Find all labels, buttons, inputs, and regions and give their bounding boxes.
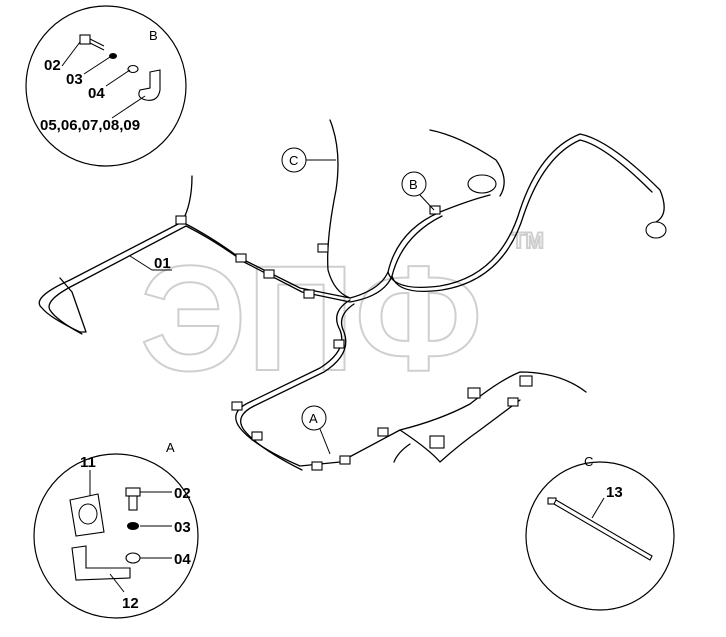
watermark: ЭПФ TM: [139, 227, 545, 403]
detail-a: A 11 02 03 04 12: [33, 440, 199, 619]
detail-c-circle: [525, 461, 675, 611]
bubble-a: A: [301, 405, 331, 455]
bubble-a-label: A: [309, 411, 318, 426]
main-harness: [38, 119, 667, 471]
detail-a-circle: [33, 453, 199, 619]
detail-a-label-03: 03: [174, 519, 191, 536]
detail-c-title: C: [584, 454, 593, 469]
watermark-tm: TM: [512, 228, 544, 253]
bubble-b-label: B: [409, 177, 418, 192]
cable-tie-icon: [547, 497, 653, 561]
flat-washer-icon: [125, 552, 141, 564]
lock-washer-icon: [109, 53, 117, 59]
bolt-icon: [79, 34, 105, 51]
round-connector-icon: [467, 174, 497, 194]
detail-c: C 13: [525, 454, 675, 611]
detail-b-circle: [25, 5, 187, 167]
flat-washer-icon: [127, 64, 139, 74]
bubble-b: B: [401, 171, 435, 211]
detail-c-label-13: 13: [606, 484, 623, 501]
detail-b-title: B: [149, 28, 158, 43]
bubble-c: C: [281, 147, 336, 173]
bolt-icon: [125, 487, 141, 511]
detail-a-label-02: 02: [174, 485, 191, 502]
detail-a-label-12: 12: [122, 595, 139, 612]
detail-b: B 02 03 04 05,06,07,08,09: [25, 5, 187, 167]
detail-b-label-03: 03: [66, 71, 83, 88]
bracket-plate-icon: [71, 545, 131, 581]
connector-right-icon: [645, 221, 667, 239]
detail-a-title: A: [166, 440, 175, 455]
bubble-c-label: C: [289, 153, 298, 168]
detail-b-label-04: 04: [88, 85, 105, 102]
detail-b-label-05-09: 05,06,07,08,09: [40, 117, 140, 134]
detail-a-label-11: 11: [80, 454, 96, 471]
detail-b-label-02: 02: [44, 57, 61, 74]
bracket-icon: [138, 69, 161, 101]
detail-a-label-04: 04: [174, 551, 191, 568]
lock-washer-icon: [127, 522, 139, 530]
watermark-text: ЭПФ: [140, 234, 483, 402]
callout-01: 01: [154, 255, 171, 272]
